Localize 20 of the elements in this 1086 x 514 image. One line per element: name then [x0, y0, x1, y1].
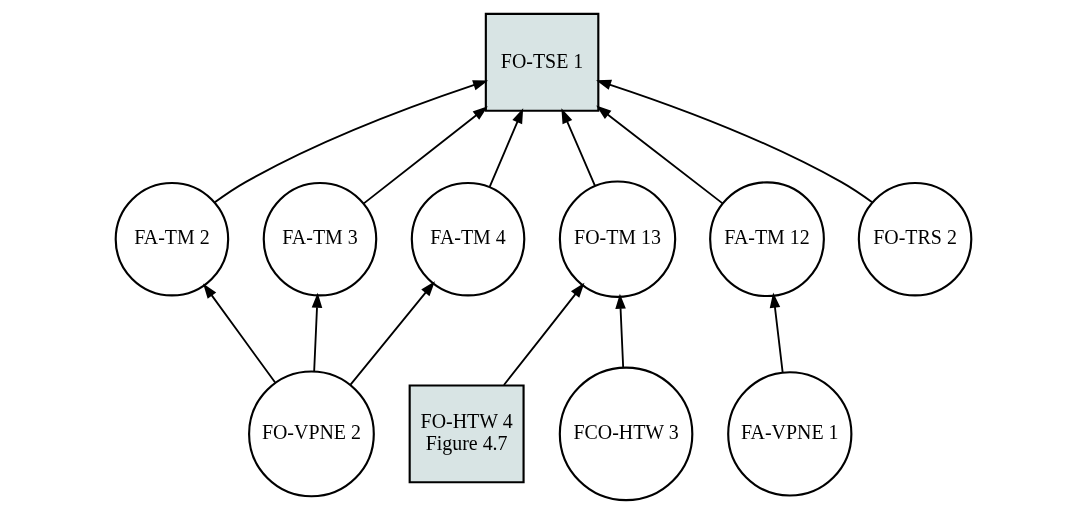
node-circle: FO-VPNE 2 [247, 370, 375, 498]
arrow [202, 283, 276, 384]
arrow [595, 79, 873, 204]
arrow [311, 292, 322, 373]
arrow [488, 108, 523, 188]
arrow [349, 281, 435, 386]
node-circle: FCO-HTW 3 [558, 366, 693, 502]
arrow [769, 292, 784, 374]
node-box: FO-HTW 4 Figure 4.7 [408, 384, 525, 484]
arrow [614, 293, 626, 369]
node-circle: FA-VPNE 1 [726, 371, 852, 497]
node-circle: FA-TM 3 [262, 181, 377, 297]
arrow [362, 106, 488, 205]
node-box: FO-TSE 1 [484, 12, 599, 112]
node-circle: FA-TM 12 [708, 181, 825, 298]
arrow [560, 108, 596, 187]
arrow [213, 80, 488, 204]
node-circle: FO-TRS 2 [857, 181, 972, 297]
arrow [595, 105, 723, 205]
arrow [502, 282, 584, 386]
